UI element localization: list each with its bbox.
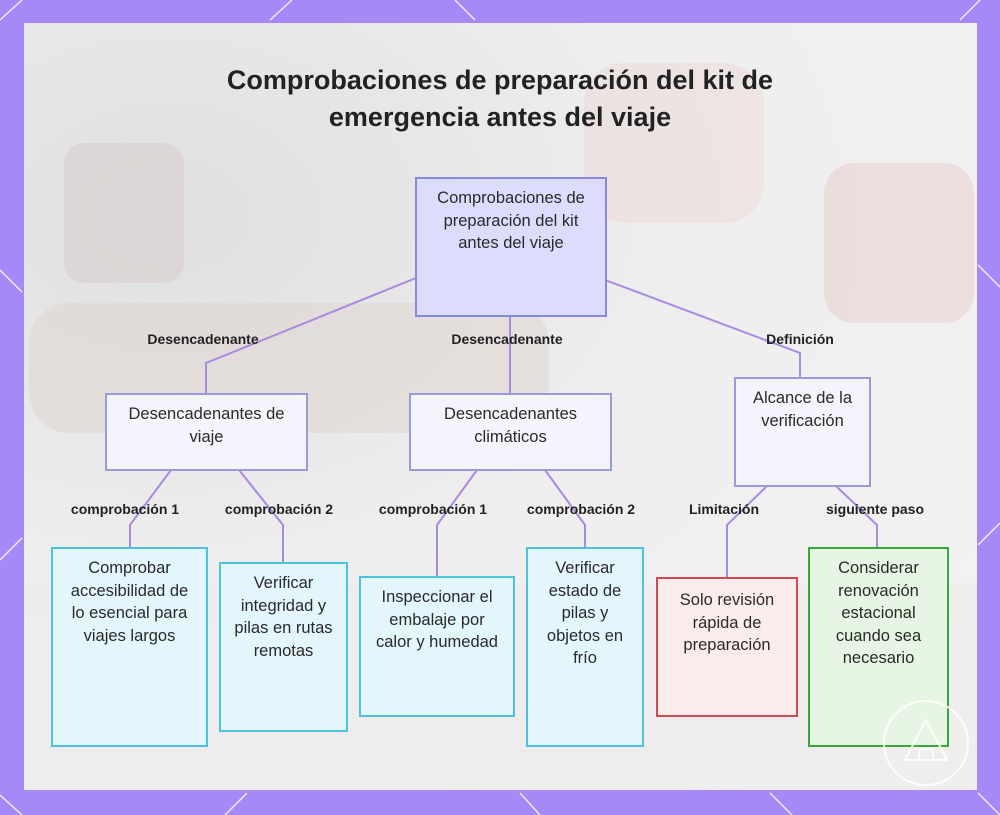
- watermark-logo: [883, 700, 969, 786]
- edge-label-scope-next: siguiente paso: [826, 501, 924, 517]
- travel-check1-node: Comprobar accesibilidad de lo esencial p…: [51, 547, 208, 747]
- travel-check2-label: Verificar integridad y pilas en rutas re…: [233, 572, 334, 662]
- travel-check2-node: Verificar integridad y pilas en rutas re…: [219, 562, 348, 732]
- edge-label-travel-check2: comprobación 2: [225, 501, 333, 517]
- climate-check1-label: Inspeccionar el embalaje por calor y hum…: [375, 586, 499, 654]
- scope-node: Alcance de la verificación: [734, 377, 871, 487]
- travel-triggers-label: Desencadenantes de viaje: [121, 403, 292, 448]
- climate-triggers-node: Desencadenantes climáticos: [409, 393, 612, 471]
- climate-check2-label: Verificar estado de pilas y objetos en f…: [540, 557, 630, 670]
- travel-check1-label: Comprobar accesibilidad de lo esencial p…: [67, 557, 192, 647]
- travel-triggers-node: Desencadenantes de viaje: [105, 393, 308, 471]
- edge-scope-limit: [727, 486, 767, 578]
- root-node: Comprobaciones de preparación del kit an…: [415, 177, 607, 317]
- next-step-label: Considerar renovación estacional cuando …: [824, 557, 933, 670]
- edge-label-root-travel: Desencadenante: [147, 331, 258, 347]
- limitation-label: Solo revisión rápida de preparación: [672, 589, 782, 657]
- climate-triggers-label: Desencadenantes climáticos: [425, 403, 596, 448]
- limitation-node: Solo revisión rápida de preparación: [656, 577, 798, 717]
- edge-label-travel-check1: comprobación 1: [71, 501, 179, 517]
- edge-label-root-scope: Definición: [766, 331, 834, 347]
- scope-label: Alcance de la verificación: [748, 387, 857, 432]
- edge-label-climate-check2: comprobación 2: [527, 501, 635, 517]
- edge-scope-next: [836, 486, 877, 548]
- edge-label-climate-check1: comprobación 1: [379, 501, 487, 517]
- edge-climate-check1: [437, 470, 477, 577]
- root-node-label: Comprobaciones de preparación del kit an…: [431, 187, 591, 255]
- edge-root-scope: [605, 280, 800, 378]
- climate-check1-node: Inspeccionar el embalaje por calor y hum…: [359, 576, 515, 717]
- edge-label-scope-limit: Limitación: [689, 501, 759, 517]
- climate-check2-node: Verificar estado de pilas y objetos en f…: [526, 547, 644, 747]
- edge-label-root-climate: Desencadenante: [451, 331, 562, 347]
